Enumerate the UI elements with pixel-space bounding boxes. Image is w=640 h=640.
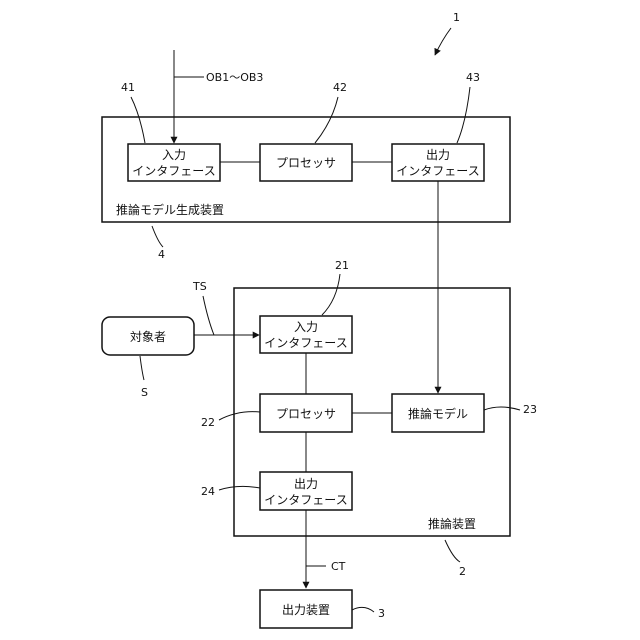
generator-label: 推論モデル生成装置 [116,202,224,217]
inference-ref-leader [445,540,460,562]
ref-42-leader [315,97,338,143]
generator-output-interface-line2: インタフェース [396,164,479,178]
inference-label: 推論装置 [428,516,476,531]
ts-label: TS [192,280,207,293]
ref-22-leader [219,412,260,420]
output-device-ref-leader [352,607,374,612]
ts-leader [203,296,214,335]
ref-43-leader [457,87,470,143]
ref-23: 23 [523,403,537,416]
subject-label: 対象者 [130,330,166,344]
inference-ref: 2 [459,565,466,578]
output-device-ref: 3 [378,607,385,620]
subject-ref-leader [140,356,144,380]
inference-model-label: 推論モデル [408,406,468,421]
ref-24-leader [219,486,260,490]
inference-output-interface-line2: インタフェース [264,493,347,507]
inference-output-interface-line1: 出力 [294,477,318,491]
figure-ref: 1 [453,11,460,24]
ref-22: 22 [201,416,215,429]
generator-ref-leader [152,226,163,247]
ref-21: 21 [335,259,349,272]
ref-43: 43 [466,71,480,84]
ref-21-leader [322,274,340,315]
ct-label: CT [331,560,346,573]
ref-41-leader [131,97,145,143]
ref-23-leader [484,407,520,410]
inference-processor-label: プロセッサ [276,407,336,421]
output-device-label: 出力装置 [282,603,330,617]
generator-processor-label: プロセッサ [276,156,336,170]
ob-input-label: OB1〜OB3 [206,71,263,84]
ref-42: 42 [333,81,347,94]
ref-24: 24 [201,485,215,498]
inference-input-interface-line1: 入力 [294,320,318,334]
generator-ref: 4 [158,248,165,261]
generator-input-interface-line1: 入力 [162,148,186,162]
subject-ref: S [141,386,148,399]
figure-ref-arrow [435,28,451,55]
generator-input-interface-line2: インタフェース [132,164,215,178]
inference-input-interface-line2: インタフェース [264,336,347,350]
generator-output-interface-line1: 出力 [426,148,450,162]
ref-41: 41 [121,81,135,94]
